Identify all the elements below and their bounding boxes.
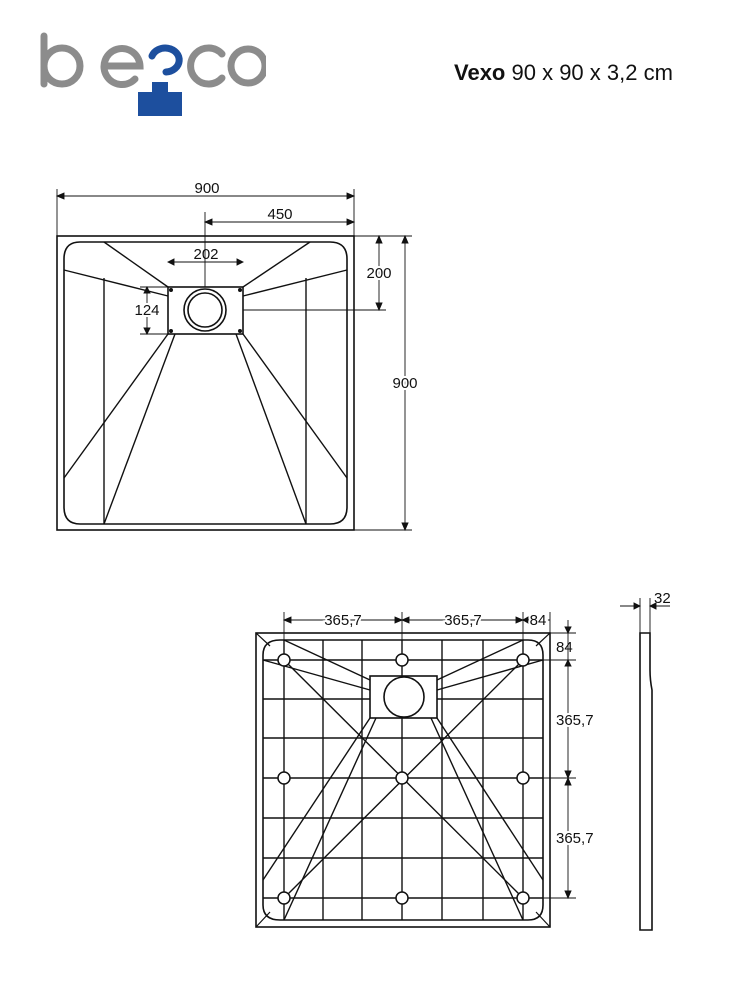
bottom-view-drain	[369, 675, 438, 719]
product-size: 90 x 90 x 3,2 cm	[511, 60, 673, 85]
bottom-view-outline	[255, 632, 551, 928]
top-view-slope-lines	[63, 241, 348, 525]
dim-spacing-y-1: 365,7	[556, 712, 594, 729]
side-view-dimension-lines	[620, 598, 670, 633]
brand-logo	[36, 30, 269, 122]
dim-top-half-width: 450	[267, 206, 292, 223]
bottom-view-corner-chamfers	[255, 632, 551, 928]
bottom-view-feet	[277, 653, 530, 905]
top-view-drain-bolts	[169, 288, 242, 333]
bottom-view-dimension-lines	[282, 612, 576, 900]
dim-margin-y: 84	[556, 639, 573, 656]
dim-margin-x: 84	[530, 612, 547, 629]
top-view-outline	[56, 235, 355, 531]
dim-drain-height: 124	[134, 302, 159, 319]
product-model: Vexo	[454, 60, 506, 85]
dim-top-height: 900	[392, 375, 417, 392]
top-view-drain	[167, 286, 244, 335]
dim-drain-offset: 200	[366, 265, 391, 282]
bottom-view-labels: 365,7 365,7 84 84 365,7 365,7	[322, 610, 595, 849]
dim-spacing-x-2: 365,7	[444, 612, 482, 629]
product-title: Vexo 90 x 90 x 3,2 cm	[454, 60, 673, 86]
top-view-dimension-lines	[55, 189, 412, 532]
dim-top-width: 900	[194, 180, 219, 197]
side-view-profile	[639, 632, 653, 931]
dim-drain-width: 202	[193, 246, 218, 263]
dim-spacing-y-2: 365,7	[556, 830, 594, 847]
dim-thickness: 32	[654, 590, 671, 607]
side-view-labels: 32	[654, 590, 671, 607]
top-view-labels: 900 450 202 200 124 900	[132, 180, 419, 394]
dim-spacing-x-1: 365,7	[324, 612, 362, 629]
